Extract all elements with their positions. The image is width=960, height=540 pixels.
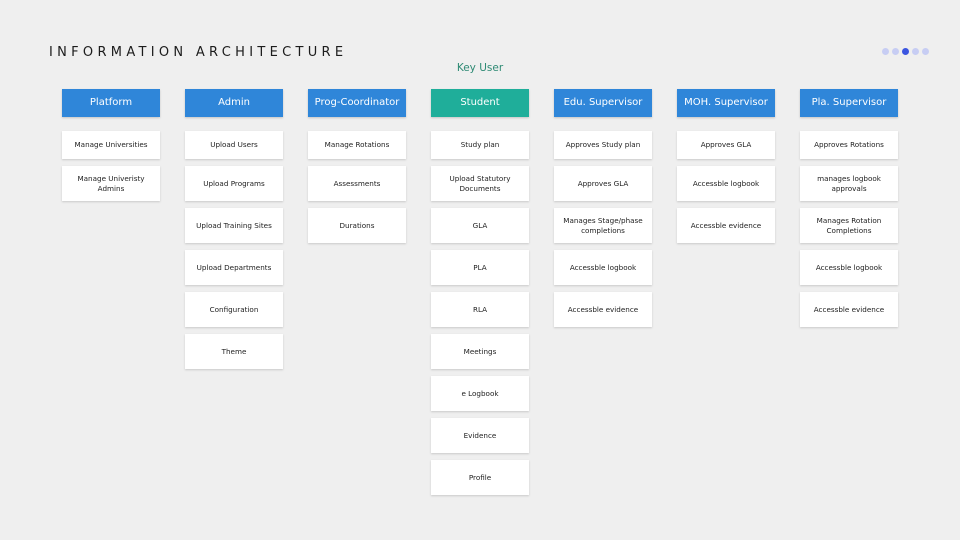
list-item[interactable]: Accessble evidence [677, 208, 775, 243]
pager-dot[interactable] [892, 48, 899, 55]
list-item[interactable]: Upload Departments [185, 250, 283, 285]
list-item[interactable]: Upload Statutory Documents [431, 166, 529, 201]
pager-dot[interactable] [912, 48, 919, 55]
role-header-student[interactable]: Student [431, 89, 529, 117]
list-item[interactable]: Manages Stage/phase completions [554, 208, 652, 243]
list-item[interactable]: Accessble logbook [677, 166, 775, 201]
list-item[interactable]: Manage Univeristy Admins [62, 166, 160, 201]
list-item[interactable]: Accessble logbook [800, 250, 898, 285]
list-item[interactable]: Theme [185, 334, 283, 369]
list-item[interactable]: Assessments [308, 166, 406, 201]
pager-dot-active[interactable] [902, 48, 909, 55]
list-item[interactable]: Approves Rotations [800, 131, 898, 159]
list-item[interactable]: Meetings [431, 334, 529, 369]
list-item[interactable]: Upload Programs [185, 166, 283, 201]
list-item[interactable]: Upload Training Sites [185, 208, 283, 243]
page-title: INFORMATION ARCHITECTURE [49, 45, 348, 60]
list-item[interactable]: Approves GLA [677, 131, 775, 159]
list-item[interactable]: Durations [308, 208, 406, 243]
list-item[interactable]: Approves GLA [554, 166, 652, 201]
list-item[interactable]: manages logbook approvals [800, 166, 898, 201]
list-item[interactable]: Accessble evidence [800, 292, 898, 327]
list-item[interactable]: Profile [431, 460, 529, 495]
list-item[interactable]: Approves Study plan [554, 131, 652, 159]
list-item[interactable]: Manage Universities [62, 131, 160, 159]
role-header-moh-supervisor[interactable]: MOH. Supervisor [677, 89, 775, 117]
role-header-admin[interactable]: Admin [185, 89, 283, 117]
list-item[interactable]: GLA [431, 208, 529, 243]
list-item[interactable]: Upload Users [185, 131, 283, 159]
pager-dot[interactable] [882, 48, 889, 55]
list-item[interactable]: Accessble logbook [554, 250, 652, 285]
role-header-platform[interactable]: Platform [62, 89, 160, 117]
list-item[interactable]: Manages Rotation Completions [800, 208, 898, 243]
list-item[interactable]: RLA [431, 292, 529, 327]
pager-dot[interactable] [922, 48, 929, 55]
role-header-prog-coordinator[interactable]: Prog-Coordinator [308, 89, 406, 117]
list-item[interactable]: e Logbook [431, 376, 529, 411]
list-item[interactable]: Evidence [431, 418, 529, 453]
role-header-edu-supervisor[interactable]: Edu. Supervisor [554, 89, 652, 117]
pager-dots [882, 48, 929, 55]
key-user-label: Key User [456, 62, 504, 74]
list-item[interactable]: Study plan [431, 131, 529, 159]
list-item[interactable]: Configuration [185, 292, 283, 327]
list-item[interactable]: Accessble evidence [554, 292, 652, 327]
list-item[interactable]: PLA [431, 250, 529, 285]
role-header-pla-supervisor[interactable]: Pla. Supervisor [800, 89, 898, 117]
list-item[interactable]: Manage Rotations [308, 131, 406, 159]
